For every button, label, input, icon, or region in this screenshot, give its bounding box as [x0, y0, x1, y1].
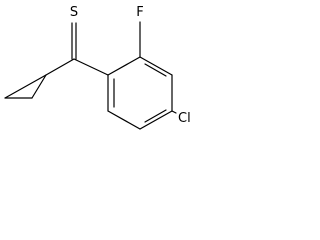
- bond-cyclopropyl-1: [31, 74, 47, 99]
- bond-cyclopropyl-to-thiocarbonyl: [45, 58, 75, 76]
- atom-label-chlorine: Cl: [178, 111, 191, 126]
- bond-ring-inner-1: [144, 63, 167, 77]
- thioketone-double-bond: [71, 22, 77, 60]
- bond-ring-4: [139, 110, 173, 130]
- bond-thiocarbonyl-to-ring: [73, 58, 109, 76]
- molecule-structure: S F Cl: [4, 5, 191, 130]
- bond-ring-2: [139, 56, 173, 76]
- atom-label-sulfur: S: [70, 5, 78, 20]
- bond-ring-5: [107, 110, 141, 130]
- atom-label-fluorine: F: [136, 5, 143, 20]
- bond-ring-to-chlorine: [171, 110, 177, 114]
- bond-cyclopropyl-3: [4, 74, 47, 99]
- benzene-ring: [107, 56, 173, 130]
- bond-ring-1: [107, 56, 141, 76]
- cyclopropyl-ring: [4, 74, 47, 99]
- bond-ring-inner-2: [144, 109, 167, 123]
